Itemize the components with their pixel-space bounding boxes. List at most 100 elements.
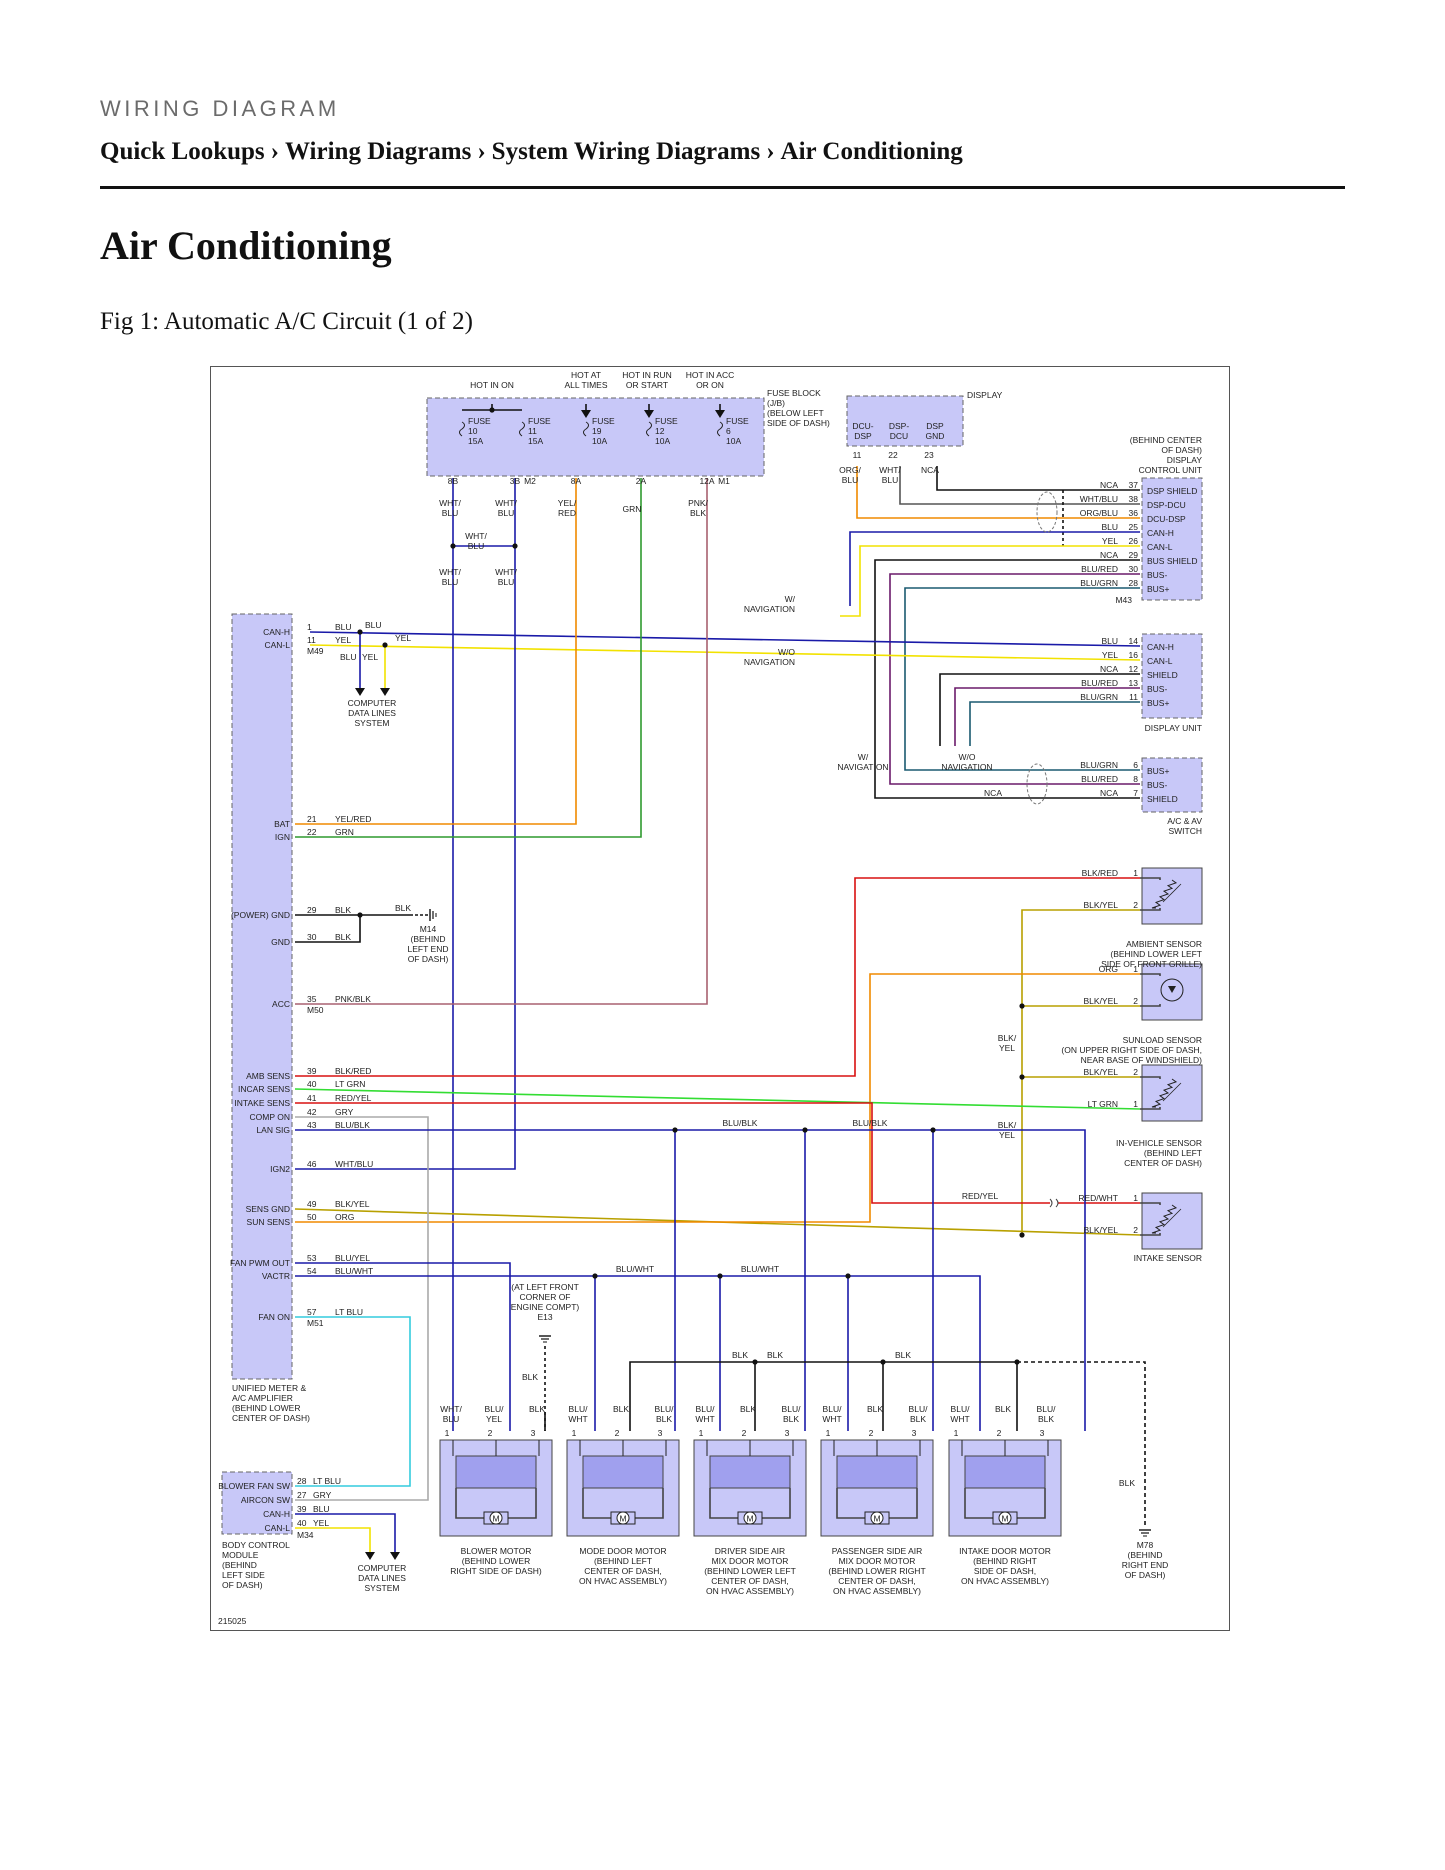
module-pin-name: SHIELD	[1147, 670, 1178, 680]
connector-pin-label: 3	[912, 1428, 917, 1438]
connector-pin-label: 2	[1133, 1225, 1138, 1235]
connector-pin-label: 28	[1129, 578, 1139, 588]
sensor-label: SUNLOAD SENSOR	[1123, 1035, 1202, 1045]
breadcrumb-item-quick-lookups[interactable]: Quick Lookups	[100, 138, 265, 165]
wire-label: NCA	[921, 465, 939, 475]
connector-pin-label: 2	[1133, 996, 1138, 1006]
module-label: (BEHIND LOWER	[232, 1403, 300, 1413]
power-label: HOT IN RUN	[622, 370, 671, 380]
power-label: HOT IN ON	[470, 380, 514, 390]
connector-pin-label: 27	[297, 1490, 307, 1500]
motor-internal-wire	[836, 1488, 865, 1519]
sensor-label: NEAR BASE OF WINDSHIELD)	[1081, 1055, 1203, 1065]
wire-grn	[295, 478, 642, 838]
connector-pin-label: 41	[307, 1093, 317, 1103]
shield-icon	[1026, 763, 1048, 805]
motor-internal-wire	[508, 1488, 537, 1519]
connector-pin-label: 37	[1129, 480, 1139, 490]
connector-id-label: M34	[297, 1530, 314, 1540]
wire-label: BLU/GRN	[1080, 692, 1118, 702]
nav-label: W/O	[778, 647, 795, 657]
motor-icon-label: M	[619, 1514, 626, 1524]
module-label: (BEHIND	[222, 1560, 257, 1570]
arrow-icon	[581, 410, 591, 418]
nav-label: W/O	[959, 752, 976, 762]
motor-label: ON HVAC ASSEMBLY)	[961, 1576, 1049, 1586]
connector-pin-label: 35	[307, 994, 317, 1004]
motor-icon	[870, 1511, 884, 1525]
breadcrumb-item-air-conditioning[interactable]: Air Conditioning	[780, 138, 963, 165]
sensor-box	[1141, 1192, 1203, 1250]
connector-id-label: M49	[307, 646, 324, 656]
connector-pin-label: 8	[1133, 774, 1138, 784]
splice-dot	[752, 1359, 758, 1365]
breadcrumb-item-system-wiring-diagrams[interactable]: System Wiring Diagrams	[491, 138, 761, 165]
page-title: Air Conditioning	[100, 223, 392, 268]
wire-label: BLK	[910, 1414, 926, 1424]
wire-label: BLU/RED	[1081, 774, 1118, 784]
connector-pin-label: 3	[785, 1428, 790, 1438]
connector-pin-label: 46	[307, 1159, 317, 1169]
wire-label: WHT/	[439, 498, 461, 508]
connector-pin-label: 1	[1133, 1193, 1138, 1203]
fuse-label: FUSE	[592, 416, 615, 426]
wire-blk-m78	[1017, 1361, 1146, 1526]
fuse-block-box	[426, 397, 765, 477]
motor-label: (BEHIND RIGHT	[973, 1556, 1037, 1566]
wire-label: BLK	[895, 1350, 911, 1360]
wire-label: YEL	[486, 1414, 502, 1424]
wire-gry-comp	[295, 1116, 429, 1501]
fuse-label: 10	[468, 426, 478, 436]
amplifier-pin-name: FAN PWM OUT	[230, 1258, 290, 1268]
connector-pin-label: 1	[1133, 964, 1138, 974]
resistor-icon	[1162, 1082, 1182, 1102]
motor-internal-wire	[455, 1488, 484, 1519]
wire-label: BLU/	[823, 1404, 843, 1414]
arrow-icon	[365, 1552, 375, 1560]
wire-blk-motor-bus	[629, 1361, 1017, 1431]
connector-pin-label: 12	[1129, 664, 1139, 674]
display-label: DISPLAY	[967, 390, 1003, 400]
wire-label: BLK/YEL	[1084, 1067, 1119, 1077]
wire-label: YEL/RED	[335, 814, 371, 824]
connector-pin-label: 11	[853, 450, 862, 460]
wire-blk-yel-bus	[1021, 909, 1140, 1235]
wire-label: BLU/	[569, 1404, 589, 1414]
amplifier-pin-name: LAN SIG	[256, 1125, 290, 1135]
motor-label: BLOWER MOTOR	[461, 1546, 532, 1556]
wire-wht-blu	[899, 466, 1140, 505]
breadcrumb-separator: ›	[766, 138, 775, 165]
wire-label: BLU/GRN	[1080, 760, 1118, 770]
data-lines-label: COMPUTER	[358, 1563, 407, 1573]
wire-label: WHT/	[465, 531, 487, 541]
fuse-label: FUSE	[528, 416, 551, 426]
wire-label: BLU/	[1037, 1404, 1057, 1414]
wire-label: BLU	[335, 622, 352, 632]
wire-label: BLK	[529, 1404, 545, 1414]
connector-pin-label: 2	[742, 1428, 747, 1438]
module-label: DISPLAY	[1167, 455, 1203, 465]
wire-label: BLU/BLK	[335, 1120, 370, 1130]
module-pin-name: CAN-L	[1147, 656, 1173, 666]
amplifier-pin-name: CAN-H	[263, 627, 290, 637]
connector-pin-label: 1	[445, 1428, 450, 1438]
fuse-block-label: (J/B)	[767, 398, 785, 408]
splice-dot	[357, 629, 363, 635]
ground-label: (BEHIND	[411, 934, 446, 944]
connector-pin-label: 29	[307, 905, 317, 915]
wire-label: YEL	[999, 1130, 1015, 1140]
amplifier-pin-name: BAT	[274, 819, 290, 829]
wire-bus-minus-av	[889, 746, 1140, 785]
nav-label: NAVIGATION	[744, 657, 795, 667]
wire-lt-blu-fan-on	[295, 1316, 411, 1487]
wire-label: BLU/BLK	[853, 1118, 888, 1128]
connector-id-label: M51	[307, 1318, 324, 1328]
breadcrumb-item-wiring-diagrams[interactable]: Wiring Diagrams	[285, 138, 472, 165]
module-pin-name: BUS-	[1147, 570, 1167, 580]
connector-pin-label: 2A	[636, 476, 647, 486]
wire-label: BLU	[1101, 522, 1118, 532]
module-label: MODULE	[222, 1550, 259, 1560]
motor-internal-wire	[582, 1488, 611, 1519]
connector-pin-label: 1	[699, 1428, 704, 1438]
connector-pin-label: 8B	[448, 476, 459, 486]
